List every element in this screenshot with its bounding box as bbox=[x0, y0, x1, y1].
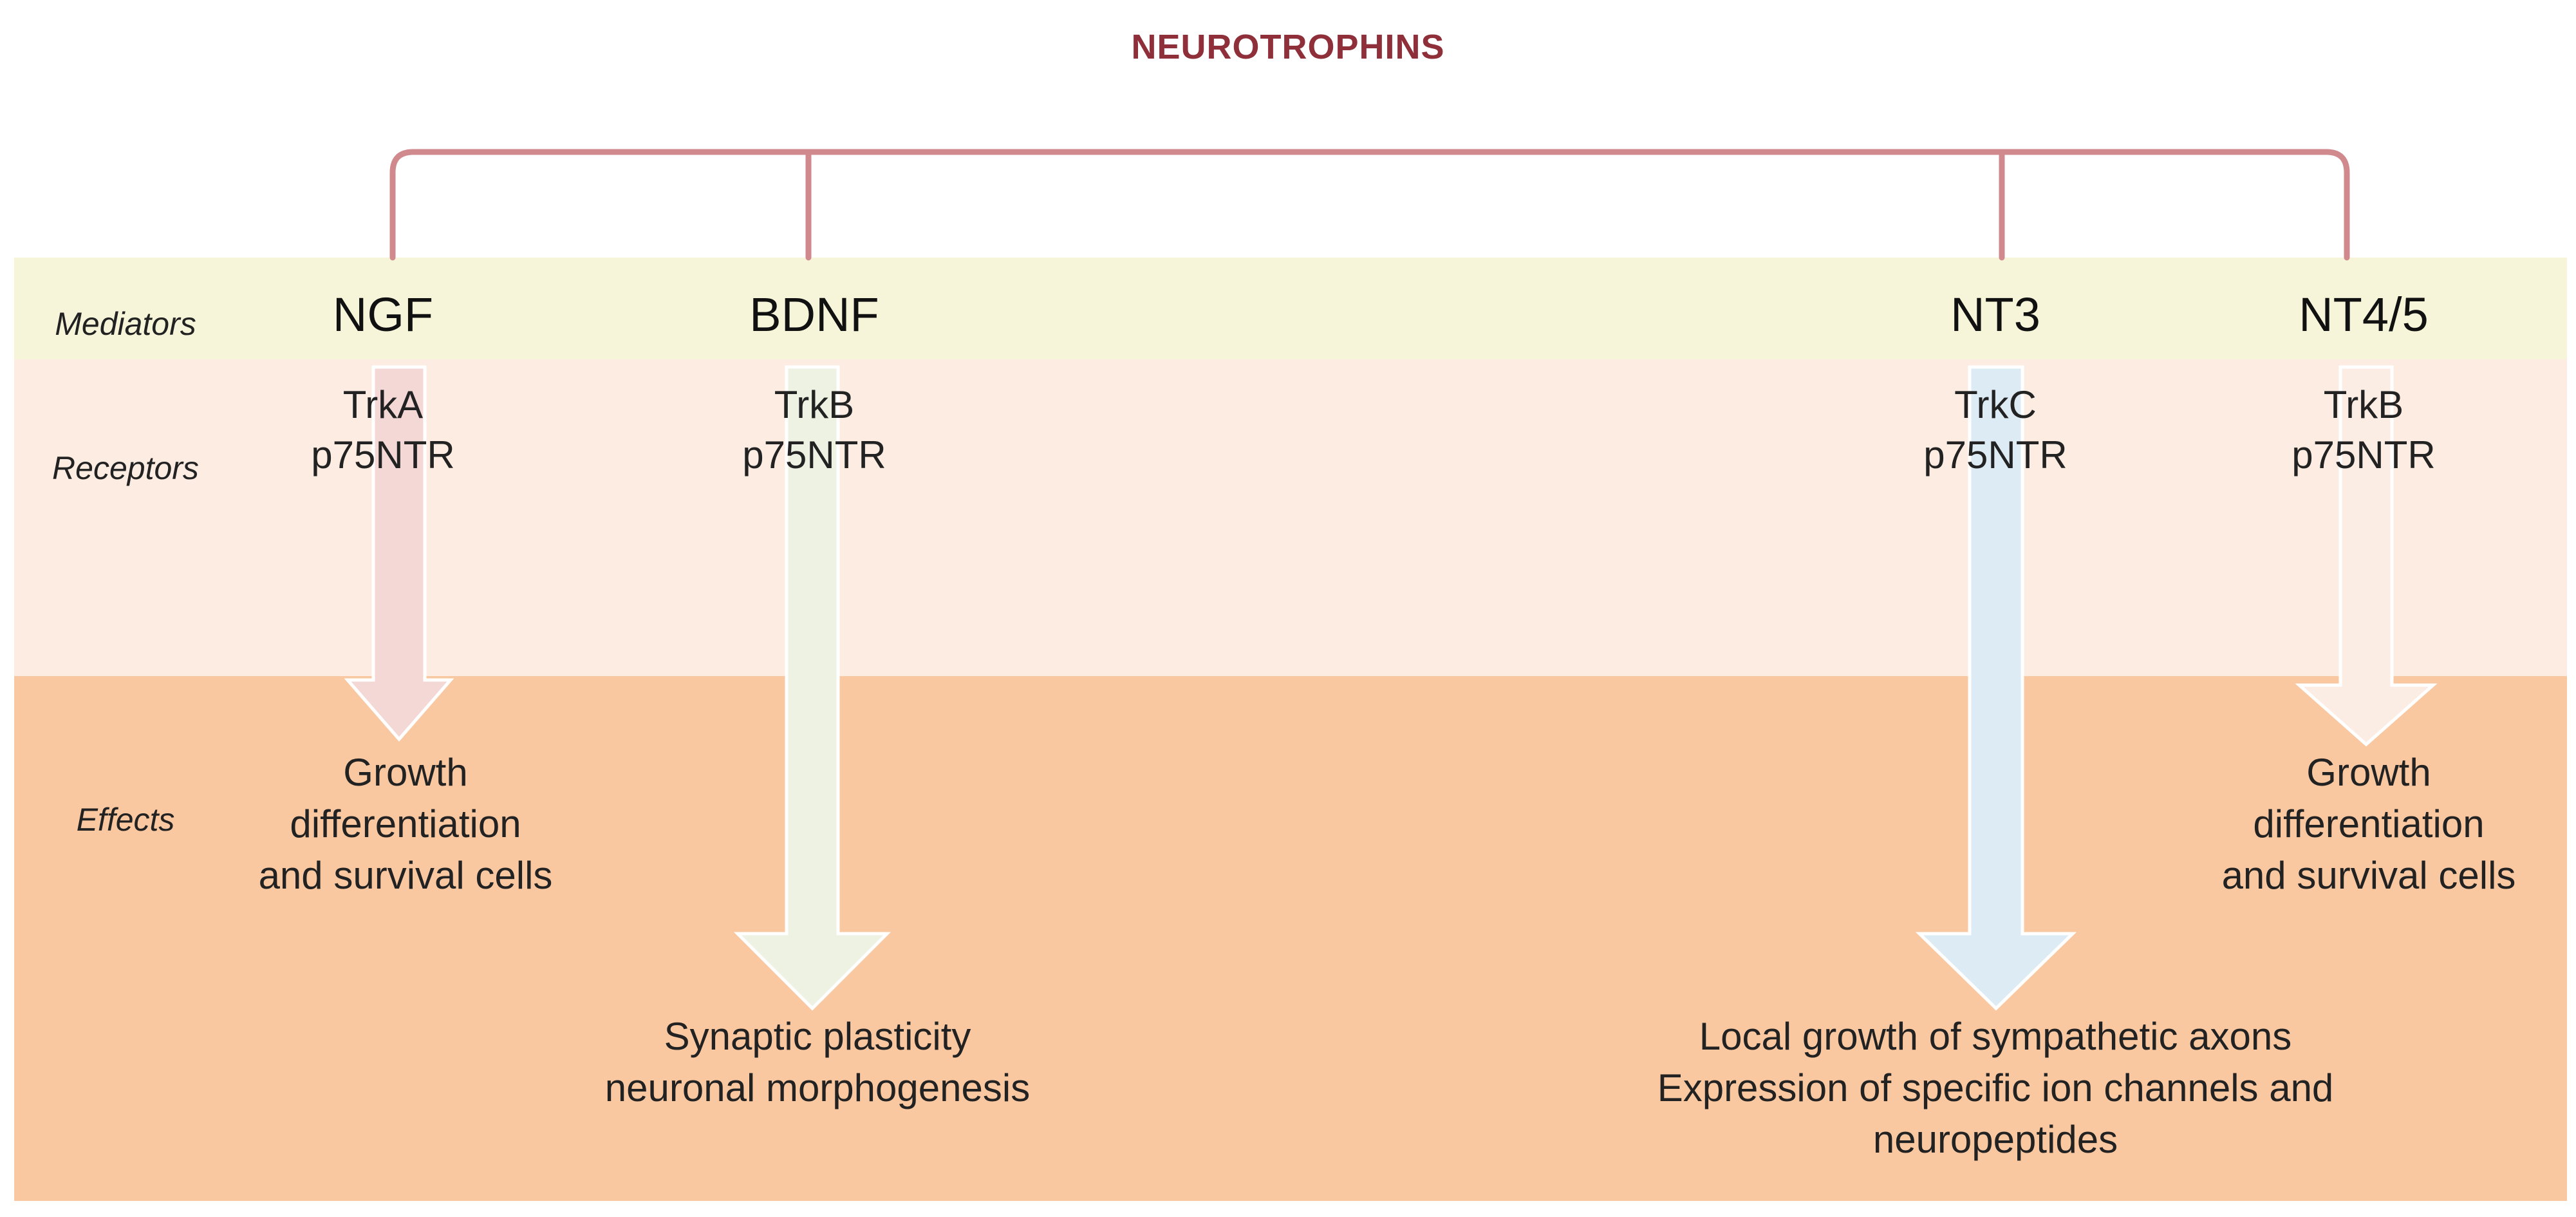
effects-band bbox=[14, 676, 2567, 1201]
mediator-ngf: NGF bbox=[332, 288, 434, 341]
receptor-bdnf-p75: p75NTR bbox=[742, 433, 886, 476]
effect-nt45-line-1: Growth bbox=[2306, 751, 2431, 794]
ngf-arrow bbox=[344, 365, 454, 742]
row-label-receptors: Receptors bbox=[52, 450, 199, 486]
receptor-nt45-p75: p75NTR bbox=[2291, 433, 2436, 476]
effect-ngf-line-2: differentiation bbox=[290, 802, 521, 845]
receptors-ngf: TrkA p75NTR bbox=[235, 380, 531, 480]
bdnf-arrow bbox=[733, 365, 891, 1011]
effect-nt45-line-3: and survival cells bbox=[2221, 854, 2516, 897]
receptor-ngf-trk: TrkA bbox=[342, 383, 424, 426]
effect-nt3-line-2: Expression of specific ion channels and bbox=[1657, 1066, 2334, 1109]
effect-ngf-line-1: Growth bbox=[343, 751, 468, 794]
receptor-nt45-trk: TrkB bbox=[2323, 383, 2404, 426]
nt3-arrow bbox=[1915, 365, 2077, 1011]
effect-ngf-line-3: and survival cells bbox=[258, 854, 553, 897]
receptor-bdnf-trk: TrkB bbox=[774, 383, 855, 426]
row-label-effects: Effects bbox=[76, 802, 175, 838]
effect-nt45: Growth differentiation and survival cell… bbox=[2189, 747, 2549, 901]
effect-ngf: Growth differentiation and survival cell… bbox=[225, 747, 586, 901]
row-label-mediators: Mediators bbox=[55, 306, 196, 342]
receptor-nt3-trk: TrkC bbox=[1954, 383, 2037, 426]
mediator-bdnf: BDNF bbox=[749, 288, 879, 341]
nt45-arrow bbox=[2295, 365, 2438, 747]
mediators-band bbox=[14, 258, 2567, 359]
effect-bdnf-line-1: Synaptic plasticity bbox=[664, 1015, 971, 1058]
effect-nt45-line-2: differentiation bbox=[2253, 802, 2485, 845]
neurotrophins-bracket bbox=[389, 149, 2350, 261]
receptor-nt3-p75: p75NTR bbox=[1923, 433, 2067, 476]
mediator-nt3: NT3 bbox=[1950, 288, 2040, 341]
effect-bdnf-line-2: neuronal morphogenesis bbox=[604, 1066, 1031, 1109]
receptors-band bbox=[14, 359, 2567, 676]
effect-bdnf: Synaptic plasticity neuronal morphogenes… bbox=[579, 1011, 1056, 1114]
effect-nt3: Local growth of sympathetic axons Expres… bbox=[1577, 1011, 2414, 1165]
diagram-title: NEUROTROPHINS bbox=[1131, 28, 1445, 66]
receptors-nt45: TrkB p75NTR bbox=[2216, 380, 2512, 480]
receptors-bdnf: TrkB p75NTR bbox=[666, 380, 962, 480]
effect-nt3-line-1: Local growth of sympathetic axons bbox=[1699, 1015, 2292, 1058]
receptor-ngf-p75: p75NTR bbox=[311, 433, 455, 476]
effect-nt3-line-3: neuropeptides bbox=[1872, 1118, 2118, 1161]
mediator-nt45: NT4/5 bbox=[2299, 288, 2429, 341]
receptors-nt3: TrkC p75NTR bbox=[1847, 380, 2143, 480]
